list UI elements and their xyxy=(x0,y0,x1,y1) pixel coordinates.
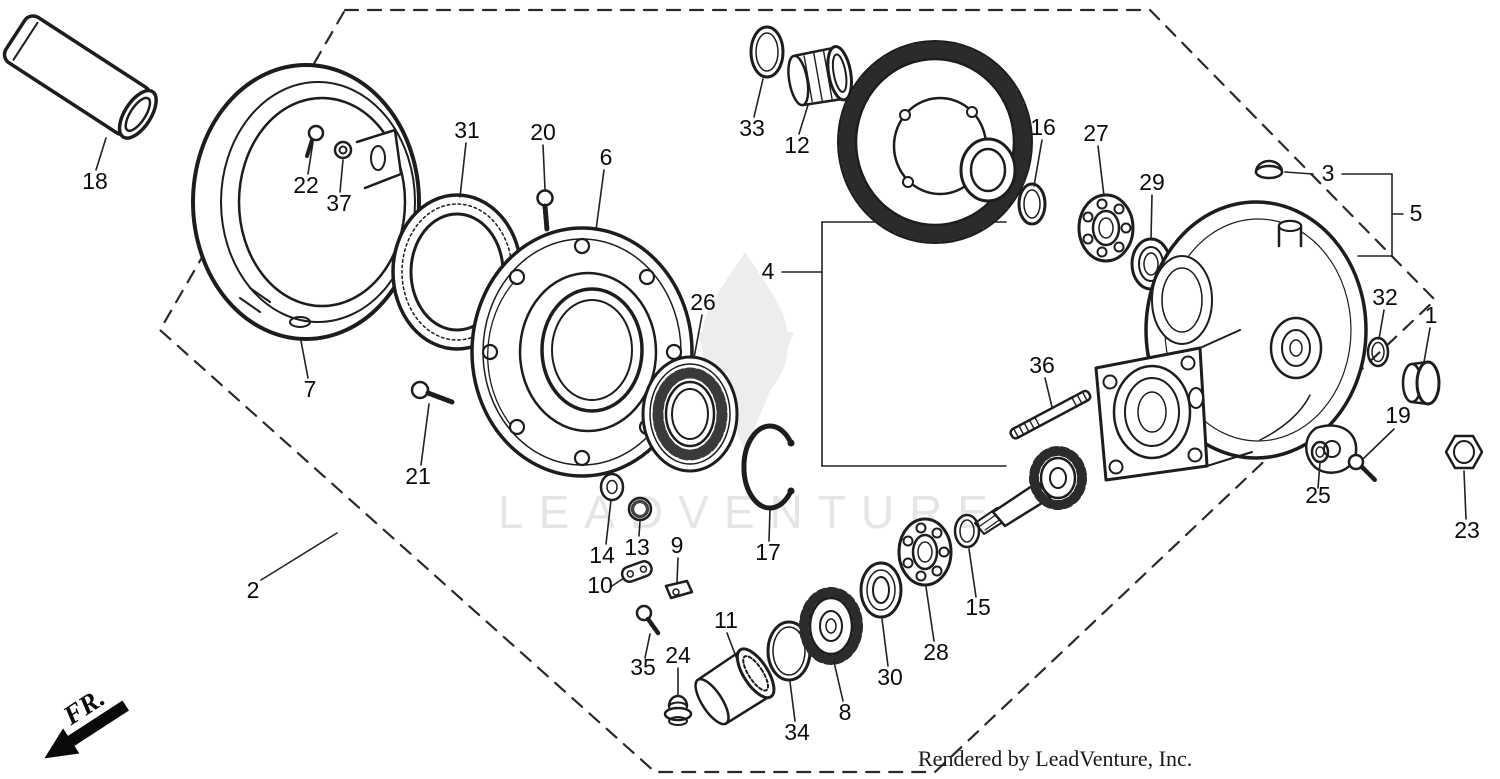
callout-10[interactable]: 10 xyxy=(587,572,613,598)
callout-24[interactable]: 24 xyxy=(665,642,691,668)
callout-15[interactable]: 15 xyxy=(965,594,991,620)
part-35-screw xyxy=(635,604,661,636)
callout-7[interactable]: 7 xyxy=(304,376,317,402)
part-26-roller-bearing xyxy=(641,355,739,473)
part-9-lock-plate xyxy=(664,579,694,600)
callout-1[interactable]: 1 xyxy=(1425,302,1438,328)
callout-18[interactable]: 18 xyxy=(82,168,108,194)
callout-21[interactable]: 21 xyxy=(405,463,431,489)
callout-31[interactable]: 31 xyxy=(454,117,480,143)
part-13-lock-nut xyxy=(627,496,653,522)
callout-6[interactable]: 6 xyxy=(600,144,613,170)
callout-17[interactable]: 17 xyxy=(755,539,781,565)
callout-20[interactable]: 20 xyxy=(530,119,556,145)
callout-4[interactable]: 4 xyxy=(762,258,775,284)
part-21-bolt xyxy=(410,380,455,405)
part-10-joint-plate xyxy=(620,560,653,583)
part-28-ball-bearing xyxy=(897,517,953,587)
part-3-cap xyxy=(1254,159,1284,180)
callout-23[interactable]: 23 xyxy=(1454,517,1480,543)
callout-30[interactable]: 30 xyxy=(877,664,903,690)
part-25-washer xyxy=(1310,440,1330,464)
watermark-v-icon xyxy=(696,332,794,452)
diagram-border xyxy=(158,8,1437,774)
part-4-ring-gear xyxy=(837,40,1033,244)
callout-27[interactable]: 27 xyxy=(1083,120,1109,146)
callout-5[interactable]: 5 xyxy=(1410,200,1423,226)
callout-12[interactable]: 12 xyxy=(784,132,810,158)
callout-2[interactable]: 2 xyxy=(247,577,260,603)
part-14-washer xyxy=(599,472,625,502)
callout-19[interactable]: 19 xyxy=(1385,402,1411,428)
callout-32[interactable]: 32 xyxy=(1372,284,1398,310)
credit-text: Rendered by LeadVenture, Inc. xyxy=(918,746,1192,771)
callout-22[interactable]: 22 xyxy=(293,172,319,198)
part-8-driven-gear xyxy=(799,587,863,665)
callout-36[interactable]: 36 xyxy=(1029,352,1055,378)
callout-37[interactable]: 37 xyxy=(326,190,352,216)
callout-13[interactable]: 13 xyxy=(624,534,650,560)
callout-9[interactable]: 9 xyxy=(671,532,684,558)
callout-25[interactable]: 25 xyxy=(1305,482,1331,508)
callout-28[interactable]: 28 xyxy=(923,639,949,665)
part-20-bolt xyxy=(536,189,554,233)
fr-arrow-icon xyxy=(44,700,130,759)
callout-33[interactable]: 33 xyxy=(739,115,765,141)
part-36-stud-bolt xyxy=(1009,389,1092,440)
part-19-bolt xyxy=(1347,453,1379,484)
part-24-cap-nut xyxy=(663,694,693,726)
part-11-splined-collar xyxy=(694,647,776,726)
assembly-4-bracket xyxy=(781,221,1007,467)
part-22-screw xyxy=(305,124,325,158)
part-30-oil-seal xyxy=(859,561,903,619)
assembly-5-bracket xyxy=(1341,173,1404,257)
callout-35[interactable]: 35 xyxy=(630,654,656,680)
part-27-ball-bearing xyxy=(1077,193,1135,263)
callout-8[interactable]: 8 xyxy=(839,699,852,725)
part-23-nut xyxy=(1444,434,1484,470)
part-1-plug-bolt xyxy=(1401,360,1441,406)
part-5-gear-case xyxy=(1094,200,1368,482)
part-32-o-ring xyxy=(1366,336,1390,368)
part-4-pinion-gear xyxy=(974,446,1087,535)
part-33-o-ring xyxy=(749,25,785,79)
callout-labels: 18 22 37 31 20 6 33 12 16 27 29 3 5 4 26… xyxy=(82,114,1480,745)
part-7-brake-panel xyxy=(191,63,421,341)
callout-34[interactable]: 34 xyxy=(784,719,810,745)
part-12-collar xyxy=(787,45,853,107)
callout-29[interactable]: 29 xyxy=(1139,169,1165,195)
part-37-nut xyxy=(333,140,353,160)
fr-indicator: FR. xyxy=(44,682,130,759)
part-6-bearing-holder xyxy=(470,226,694,478)
part-15-washer xyxy=(953,513,981,549)
callout-16[interactable]: 16 xyxy=(1030,114,1056,140)
part-18-guard-tube xyxy=(2,14,158,140)
part-16-washer xyxy=(1017,182,1047,226)
callout-11[interactable]: 11 xyxy=(714,607,738,633)
callout-26[interactable]: 26 xyxy=(690,289,716,315)
leader-lines xyxy=(95,78,1467,722)
callout-3[interactable]: 3 xyxy=(1322,160,1335,186)
callout-14[interactable]: 14 xyxy=(589,542,615,568)
part-17-snap-ring xyxy=(741,423,795,511)
